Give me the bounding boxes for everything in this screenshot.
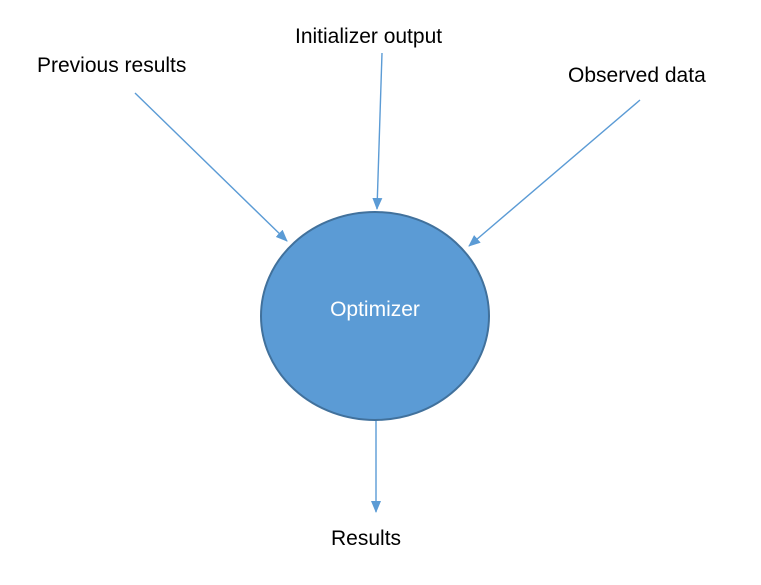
label-initializer-output: Initializer output (295, 25, 443, 48)
optimizer-node-label: Optimizer (330, 298, 420, 321)
label-previous-results: Previous results (37, 54, 187, 77)
label-results: Results (331, 527, 402, 550)
label-observed-data: Observed data (568, 64, 706, 87)
edge-previous-results-to-optimizer (134, 92, 288, 242)
edge-initializer-output-to-optimizer (372, 52, 383, 210)
edge-observed-data-to-optimizer (468, 99, 641, 247)
optimizer-node (260, 211, 490, 421)
